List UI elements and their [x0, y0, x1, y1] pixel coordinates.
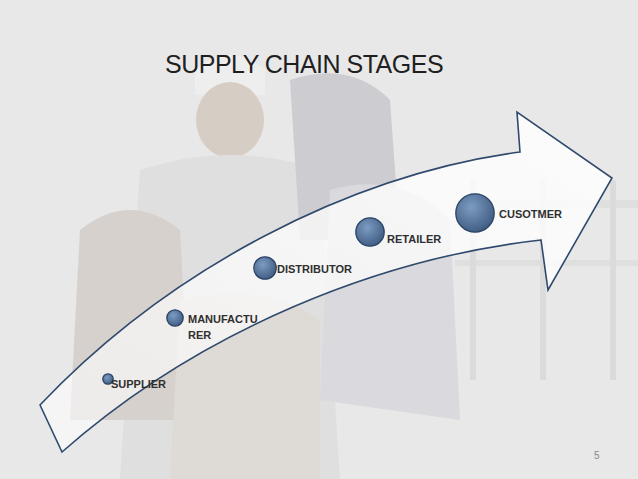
stage-dot: [167, 310, 183, 326]
stage-label: RETAILER: [387, 231, 417, 247]
stage-circle: [253, 256, 279, 282]
stage-node: CUSOTMER: [455, 193, 495, 233]
stage-label: DISTRIBUTOR: [277, 261, 301, 277]
stage-node: MANUFACTU RER: [166, 309, 184, 327]
stage-dot: [456, 194, 494, 232]
stage-dot: [356, 218, 384, 246]
page-number: 5: [594, 450, 600, 461]
stage-node: RETAILER: [355, 217, 385, 247]
slide-title: SUPPLY CHAIN STAGES: [165, 50, 443, 79]
curved-arrow: [40, 112, 612, 452]
stage-circle: [355, 217, 387, 249]
stage-label: MANUFACTU RER: [188, 311, 252, 343]
stage-dot: [254, 257, 276, 279]
stage-label: CUSOTMER: [499, 206, 539, 222]
stage-node: SUPPLIER: [102, 373, 114, 385]
stage-circle: [455, 193, 497, 235]
stage-label: SUPPLIER: [111, 376, 123, 392]
stage-circle: [166, 309, 186, 329]
stage-node: DISTRIBUTOR: [253, 256, 277, 280]
